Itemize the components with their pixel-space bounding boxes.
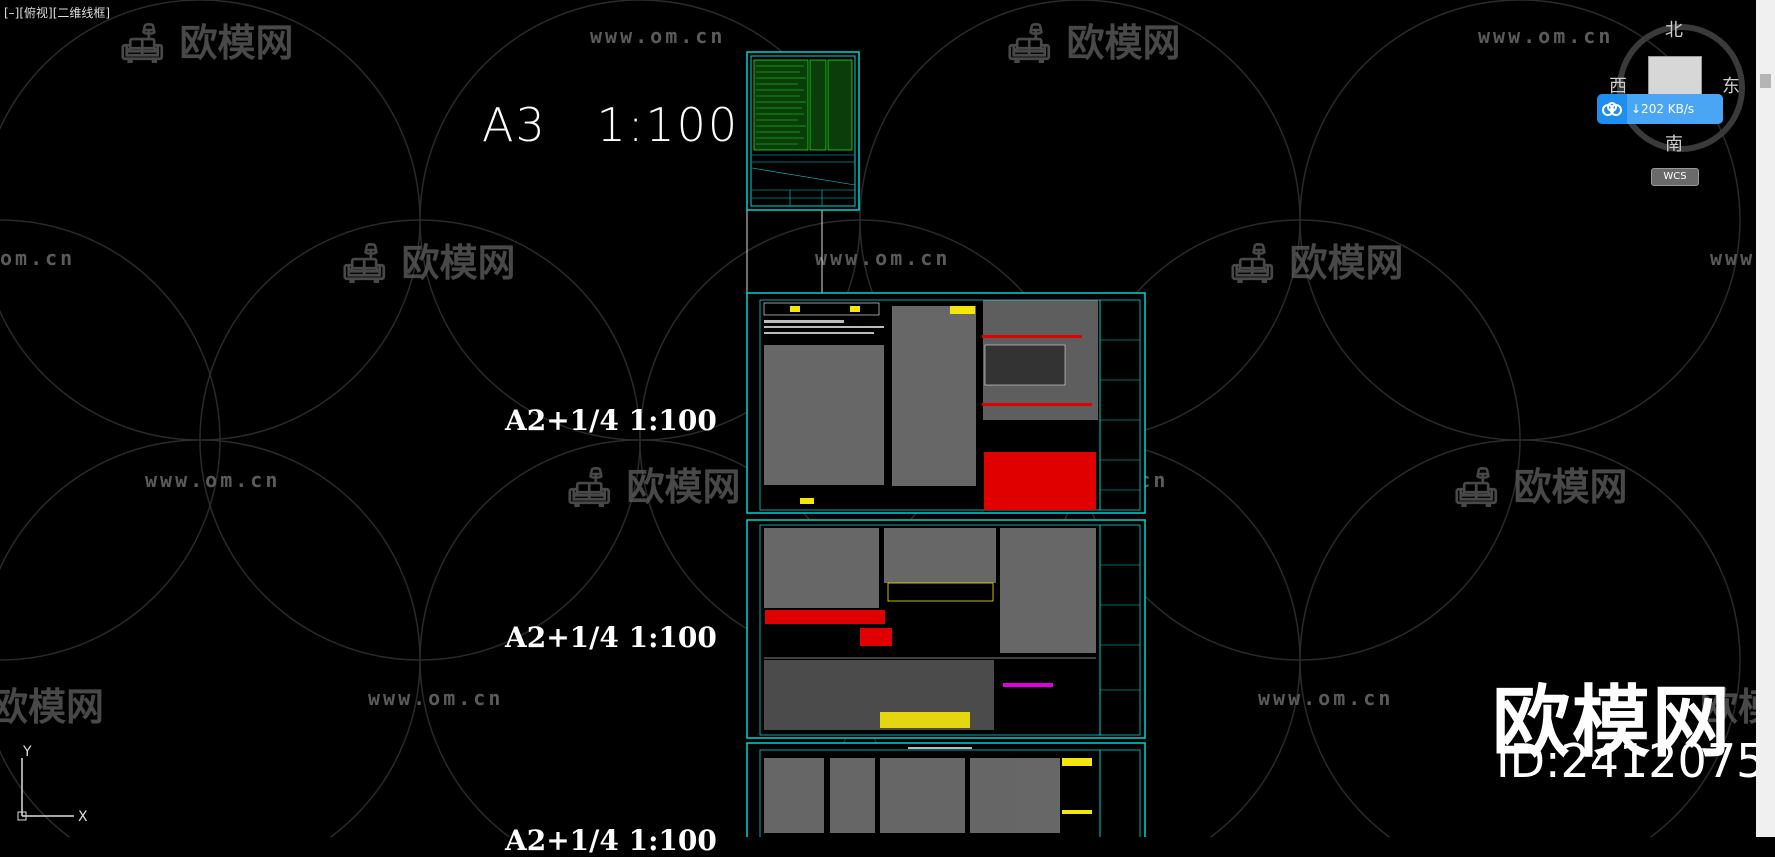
watermark-url: www.om.cn bbox=[1258, 686, 1394, 710]
vertical-scrollbar[interactable] bbox=[1756, 0, 1775, 837]
viewcube-compass-ring[interactable] bbox=[1617, 24, 1745, 152]
scrollbar-thumb[interactable] bbox=[1760, 74, 1771, 88]
ucs-icon: Y X bbox=[17, 744, 88, 824]
compass-north[interactable]: 北 bbox=[1665, 20, 1683, 41]
watermark-logo: 🛋 欧模网 bbox=[118, 21, 294, 65]
sheet-label-a2-1: A2+1/4 1:100 bbox=[505, 404, 717, 437]
watermark-url: www.om.cn bbox=[815, 246, 951, 270]
watermark-logo: 🛋 欧模网 bbox=[340, 241, 516, 285]
sheet-a2-3 bbox=[746, 742, 1146, 837]
watermark-url: www.om.cn bbox=[145, 468, 281, 492]
compass-east[interactable]: 东 bbox=[1722, 76, 1740, 97]
watermark-logo: 🛋 欧模网 bbox=[1228, 241, 1404, 285]
wcs-menu-button[interactable]: WCS bbox=[1651, 168, 1699, 186]
watermark-logo: 欧模网 bbox=[0, 685, 105, 729]
sheet-connector-lines bbox=[746, 210, 823, 293]
network-speed-widget[interactable]: ↓202 KB/s bbox=[1597, 94, 1723, 124]
watermark-url: www.om.cn bbox=[590, 24, 726, 48]
watermark-url: www.om.cn bbox=[1478, 24, 1614, 48]
watermark-url: om.cn bbox=[0, 246, 76, 270]
cad-drawing-sheets[interactable] bbox=[0, 0, 1775, 837]
sheet-label-a2-3: A2+1/4 1:100 bbox=[505, 824, 717, 857]
sheet-a2-1 bbox=[746, 292, 1146, 514]
watermark-logo: 🛋 欧模网 bbox=[565, 465, 741, 509]
compass-west[interactable]: 西 bbox=[1609, 76, 1627, 97]
watermark-logo: 🛋 欧模网 bbox=[1452, 465, 1628, 509]
compass-south[interactable]: 南 bbox=[1665, 134, 1683, 155]
sheet-a2-2 bbox=[746, 519, 1146, 739]
sheet-label-a3: A3 1:100 bbox=[482, 98, 740, 152]
watermark-circles bbox=[0, 0, 1741, 837]
sheet-a3 bbox=[746, 51, 860, 211]
watermark-url: www.om.cn bbox=[368, 686, 504, 710]
cloud-icon bbox=[1597, 94, 1627, 124]
sheet-label-a2-2: A2+1/4 1:100 bbox=[505, 621, 717, 654]
ucs-x-label: X bbox=[78, 809, 88, 824]
watermark-logo: 🛋 欧模网 bbox=[1005, 21, 1181, 65]
viewport-controls-label[interactable]: [–][俯视][二维线框] bbox=[4, 6, 111, 20]
download-speed: ↓202 KB/s bbox=[1627, 94, 1723, 124]
ucs-y-label: Y bbox=[22, 744, 32, 760]
watermark-brand-large: 欧模网 bbox=[1492, 678, 1733, 768]
watermark-id: ID:2412075 bbox=[1496, 734, 1766, 788]
